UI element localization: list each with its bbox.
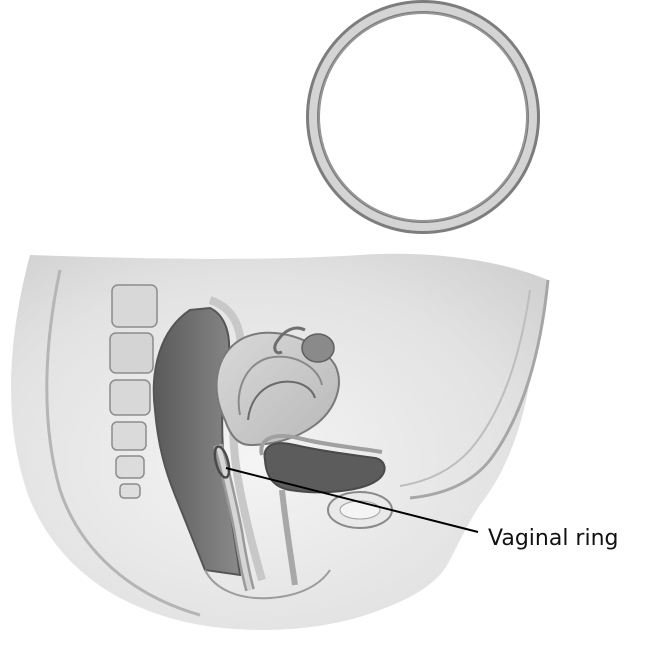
ring-highlight	[313, 7, 533, 227]
pubic-bone-inner	[340, 501, 380, 519]
callout-label: Vaginal ring	[488, 526, 619, 551]
ovary	[302, 334, 334, 362]
pelvic-cross-section	[11, 254, 548, 630]
ring-illustration	[313, 7, 533, 227]
ring-inner-line	[319, 13, 527, 221]
